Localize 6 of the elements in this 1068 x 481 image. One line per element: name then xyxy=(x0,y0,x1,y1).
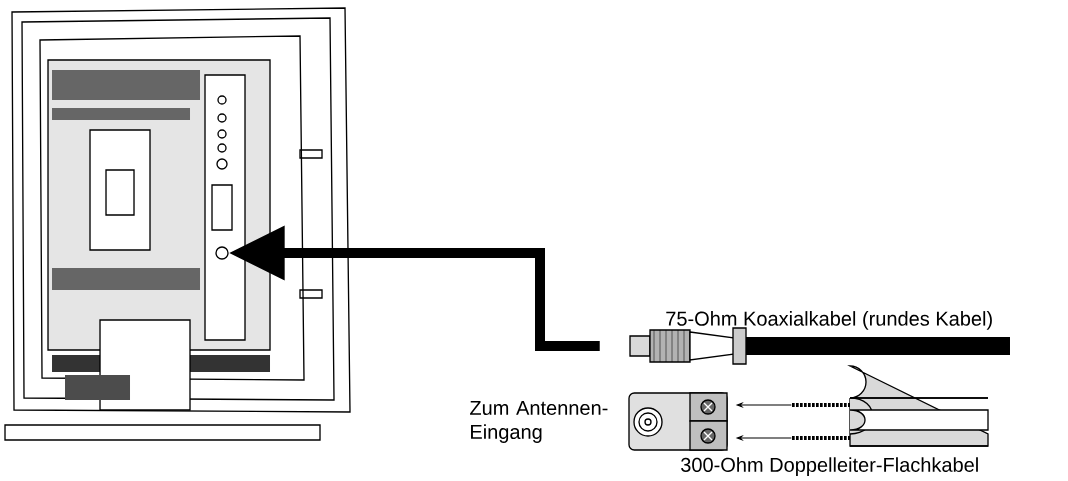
cable-label: 75-Ohm Koaxialkabel (rundes Kabel) xyxy=(666,311,992,330)
picture xyxy=(790,365,989,447)
connector-label: Zum Antennen- Eingang xyxy=(470,401,608,443)
cable-label: 300-Ohm Doppelleiter-Flachkabel xyxy=(681,457,978,476)
antenna-jack xyxy=(215,246,229,260)
picture xyxy=(628,392,728,451)
